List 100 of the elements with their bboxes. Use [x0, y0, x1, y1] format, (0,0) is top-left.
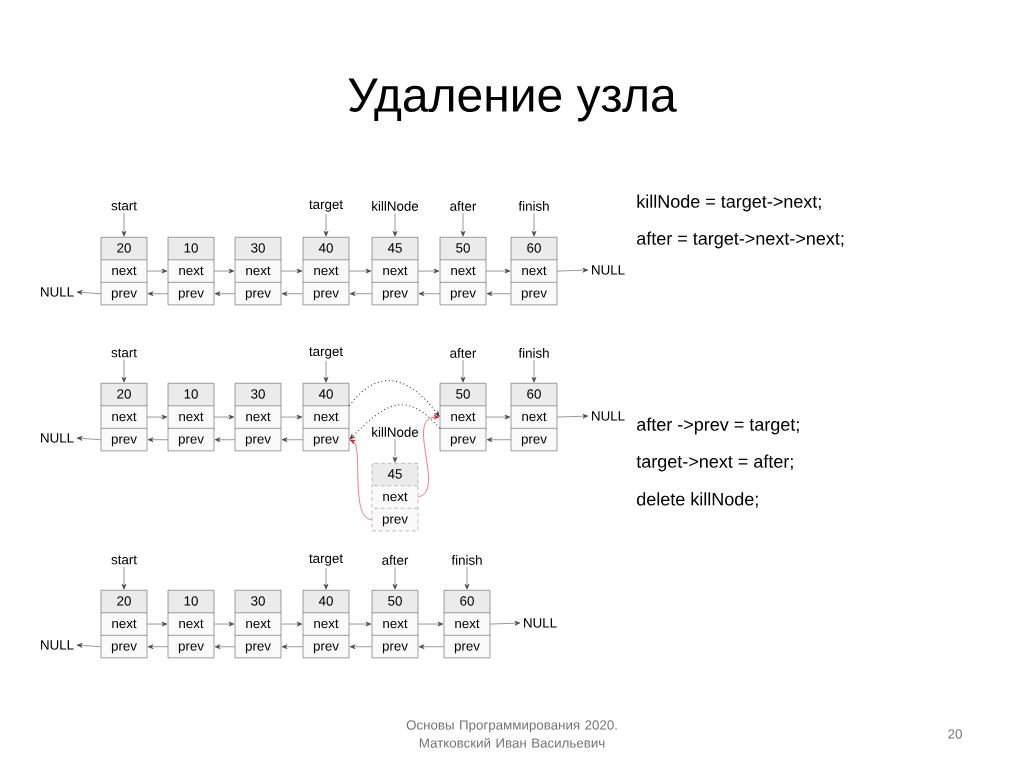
arrow — [464, 566, 470, 590]
node-label: prev — [178, 436, 204, 447]
node-label: next — [383, 266, 408, 276]
arrow — [349, 268, 372, 274]
node-label: next — [246, 619, 271, 629]
node-label: prev — [111, 643, 137, 654]
arrow — [76, 436, 101, 441]
list-node: 60 next prev — [510, 237, 558, 306]
pointer-label: target — [309, 200, 343, 212]
list-node: 50 next prev — [371, 590, 419, 659]
arrow — [557, 413, 589, 419]
null-label: NULL — [41, 433, 74, 443]
arrow — [486, 291, 511, 297]
arrow — [214, 621, 235, 627]
node-label: next — [314, 266, 339, 276]
arrow — [147, 291, 168, 297]
arrow — [460, 212, 466, 237]
arrow — [418, 268, 440, 274]
node-label: prev — [245, 436, 271, 447]
node-label: next — [246, 266, 271, 276]
list-node: 60 next prev — [443, 590, 491, 659]
node-label: next — [112, 412, 137, 422]
arrow — [349, 439, 372, 520]
pointer-label: after — [382, 555, 409, 565]
node-label: prev — [382, 290, 408, 301]
node-label: prev — [521, 436, 547, 447]
arrow — [392, 212, 398, 237]
pointer-label: killNode — [372, 201, 419, 211]
list-node: 40 next prev — [302, 237, 350, 306]
code-line: killNode = target->next; — [637, 194, 821, 212]
node-label: prev — [313, 643, 339, 654]
node-label: prev — [382, 516, 408, 527]
list-node: 30 next prev — [234, 383, 282, 452]
footer-text: Основы Программирования 2020. Матковский Иван Васильевич — [406, 720, 617, 748]
pointer-label: target — [309, 347, 343, 359]
null-label: NULL — [592, 411, 625, 421]
node-label: next — [314, 619, 339, 629]
node-label: next — [522, 412, 547, 422]
arrow — [349, 291, 372, 297]
node-label: prev — [450, 436, 476, 447]
list-node: 20 next prev — [100, 590, 148, 659]
list-node: 45 next prev — [371, 237, 419, 306]
pointer-label: target — [309, 554, 343, 566]
node-label: prev — [313, 436, 339, 447]
code-line: after ->prev = target; — [637, 417, 799, 435]
arrow — [121, 212, 127, 237]
pointer-label: start — [111, 348, 137, 358]
arrow — [281, 437, 303, 443]
arrow — [323, 360, 329, 383]
pointer-label: killNode — [372, 427, 419, 437]
arrow — [418, 621, 444, 627]
arrow — [557, 267, 589, 273]
arrow — [349, 644, 372, 650]
node-label: prev — [382, 643, 408, 654]
arrow — [349, 404, 441, 440]
node-label: prev — [313, 290, 339, 301]
node-label: prev — [178, 290, 204, 301]
null-label: NULL — [41, 640, 74, 650]
arrow — [281, 268, 303, 274]
node-label: prev — [111, 436, 137, 447]
list-node: 50 next prev — [439, 383, 487, 452]
node-label: prev — [454, 643, 480, 654]
pointer-label: after — [450, 348, 477, 358]
list-node: 20 next prev — [100, 383, 148, 452]
arrow — [486, 437, 511, 443]
node-label: next — [246, 412, 271, 422]
arrow — [531, 212, 537, 237]
arrow — [531, 359, 537, 383]
node-label: prev — [111, 290, 137, 301]
list-node: 10 next prev — [167, 590, 215, 659]
node-label: next — [383, 619, 408, 629]
page-number: 20 — [948, 729, 962, 739]
list-node: 45 next prev — [371, 463, 419, 532]
list-node: 20 next prev — [100, 237, 148, 306]
arrow — [147, 414, 168, 420]
node-label: next — [179, 412, 204, 422]
node-label: prev — [178, 643, 204, 654]
node-label: prev — [245, 643, 271, 654]
arrow — [214, 644, 235, 650]
arrow — [281, 291, 303, 297]
arrow — [76, 290, 101, 295]
null-label: NULL — [524, 618, 557, 628]
list-node: 30 next prev — [234, 237, 282, 306]
node-label: prev — [521, 290, 547, 301]
null-label: NULL — [592, 265, 625, 275]
arrow — [418, 414, 440, 498]
node-label: next — [522, 266, 547, 276]
node-label: next — [451, 266, 476, 276]
arrow — [281, 621, 303, 627]
node-label: prev — [450, 290, 476, 301]
pointer-label: finish — [518, 348, 549, 358]
null-label: NULL — [41, 287, 74, 297]
arrow — [418, 644, 444, 650]
list-node: 60 next prev — [510, 383, 558, 452]
node-label: next — [455, 619, 480, 629]
list-node: 40 next prev — [302, 383, 350, 452]
arrow — [392, 438, 398, 463]
list-node: 40 next prev — [302, 590, 350, 659]
code-line: after = target->next->next; — [637, 231, 844, 249]
arrow — [323, 567, 329, 590]
